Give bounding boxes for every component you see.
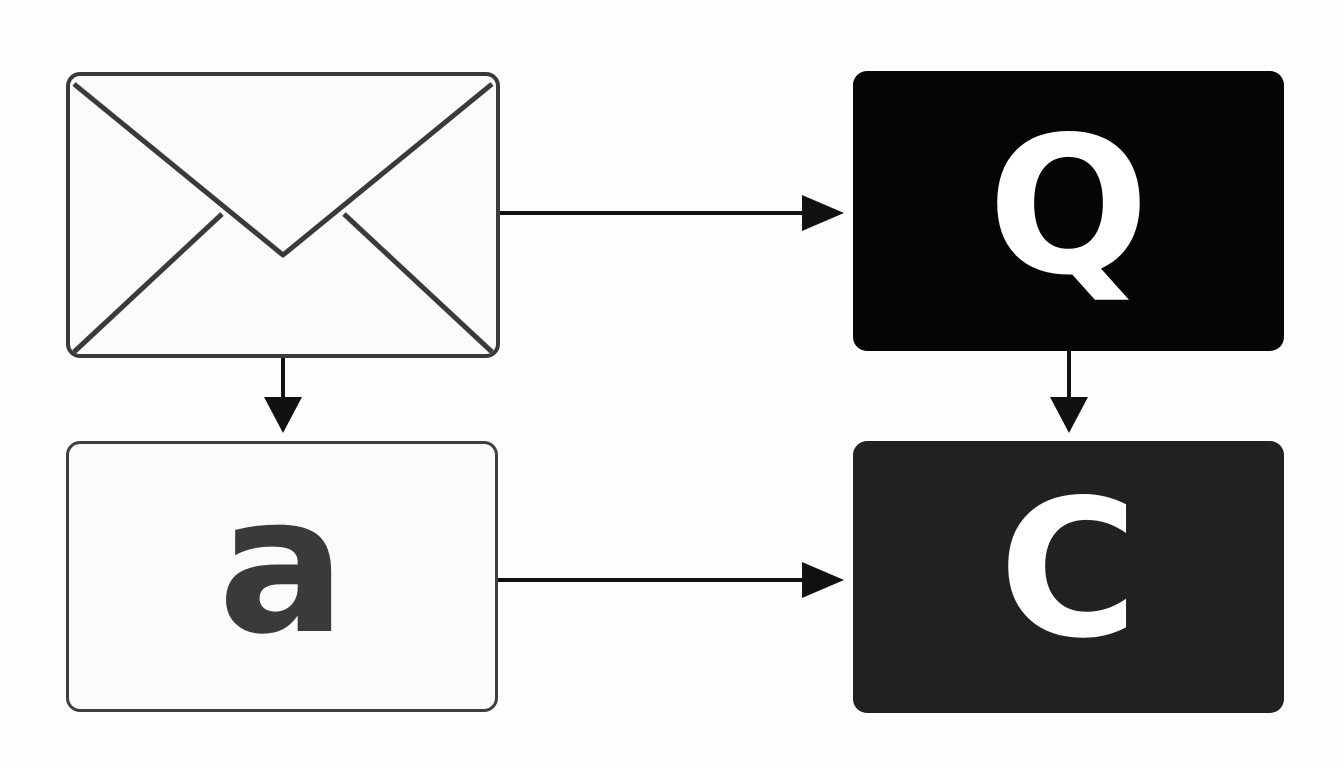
node-q: Q <box>853 71 1284 351</box>
arrow-envelope-to-q <box>500 195 844 231</box>
node-a: a <box>66 441 498 712</box>
node-c-label: C <box>998 459 1139 680</box>
envelope-node <box>66 72 500 358</box>
node-a-label: a <box>217 454 347 676</box>
arrow-a-to-c <box>498 562 844 598</box>
node-c: C <box>853 441 1284 713</box>
node-q-label: Q <box>987 96 1150 317</box>
arrow-q-to-c <box>1050 351 1088 433</box>
arrow-envelope-to-a <box>264 358 302 433</box>
envelope-icon <box>72 82 494 354</box>
